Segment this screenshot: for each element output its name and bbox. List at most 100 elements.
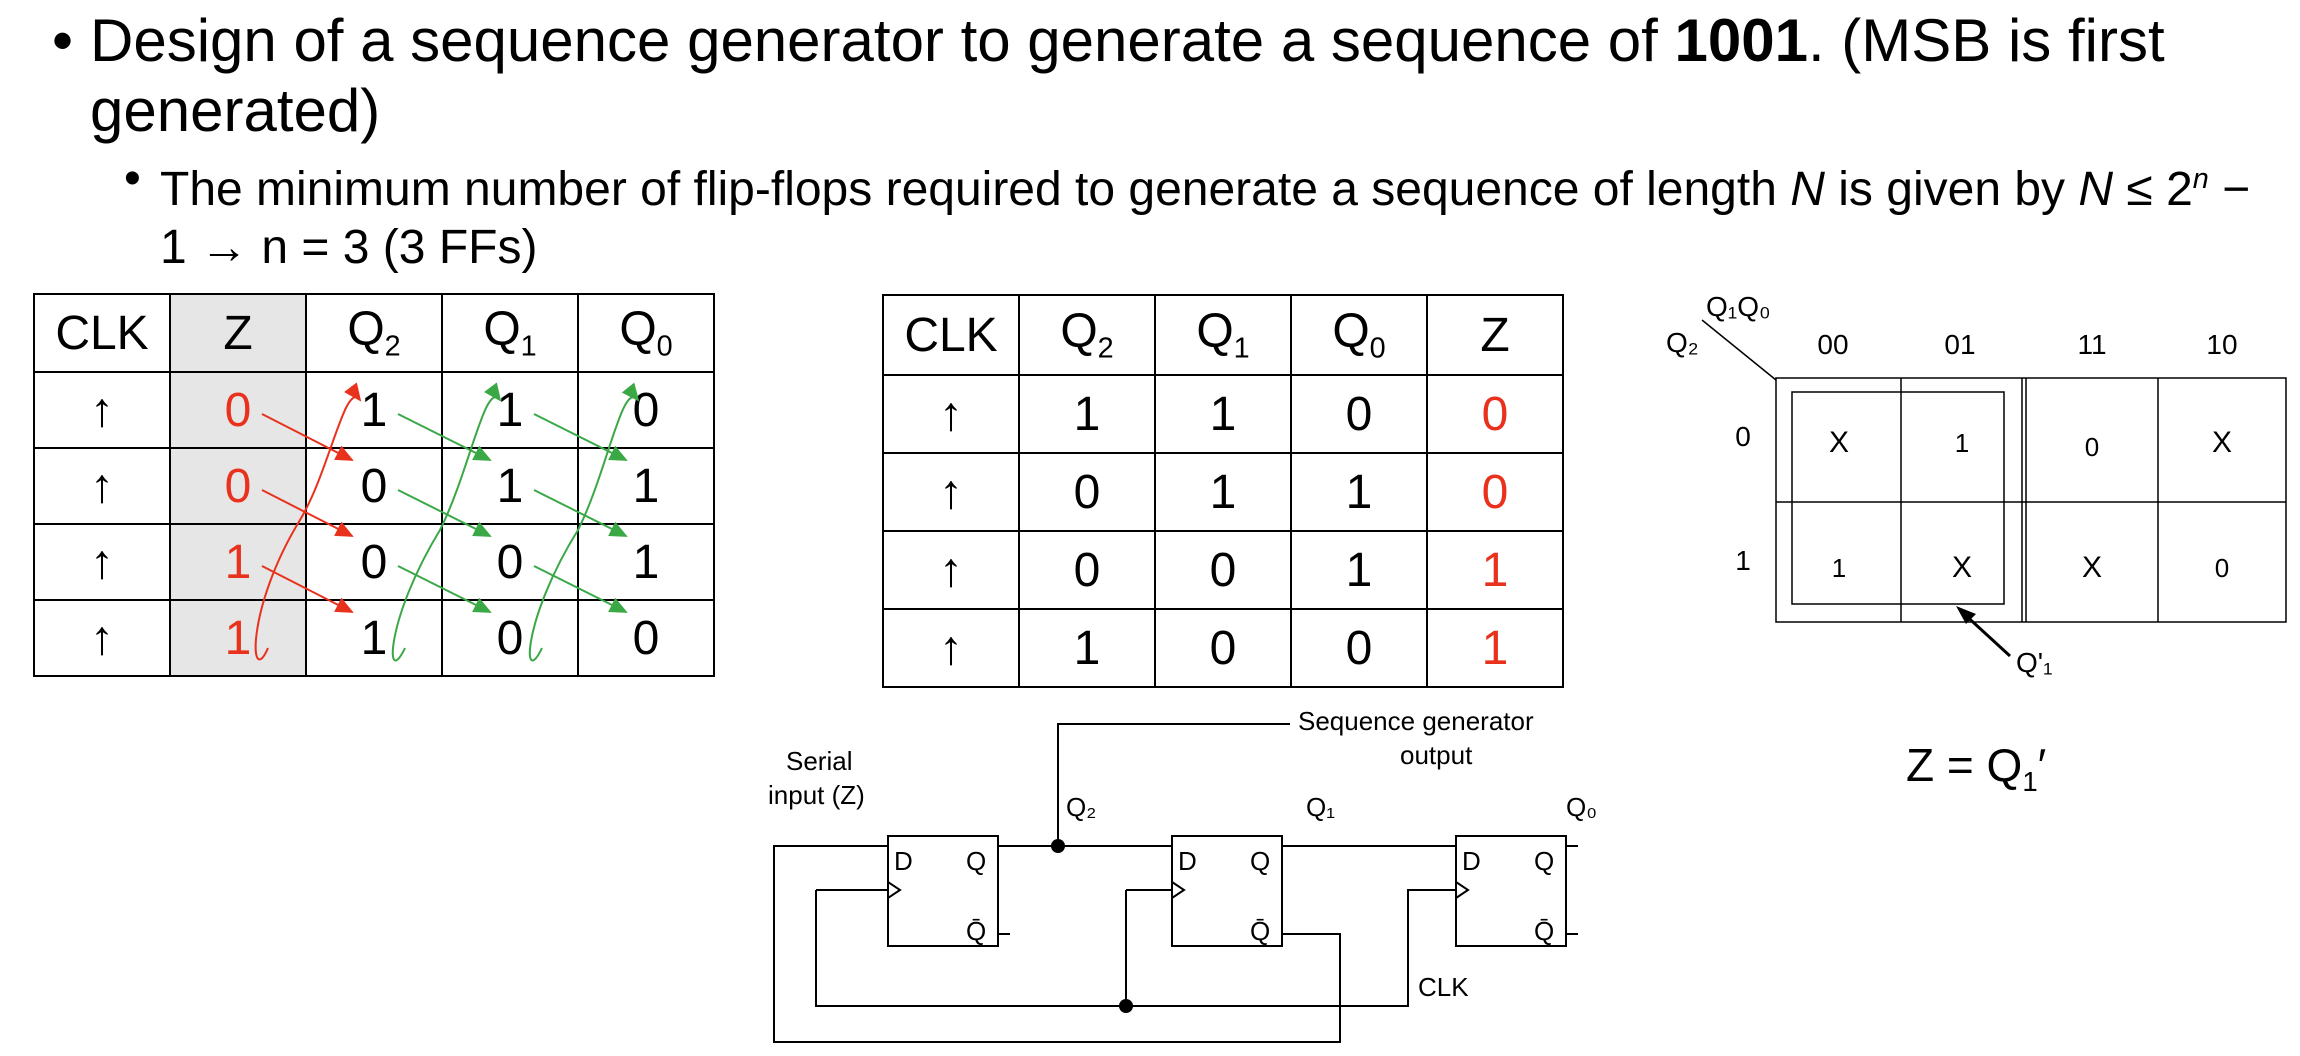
kmap-cell: X xyxy=(1829,426,1849,459)
kmap-col-head: 11 xyxy=(2077,329,2106,360)
kmap-diagonal xyxy=(1701,319,1777,381)
kmap-col-head: 01 xyxy=(1944,329,1975,360)
kmap-col-var: Q₁Q₀ xyxy=(1706,291,1771,322)
th-q1: Q1 xyxy=(441,293,579,373)
table-row: ↑ 1 0 0 1 xyxy=(882,608,1564,688)
cell: 1 xyxy=(1426,530,1564,610)
kmap-cell: 1 xyxy=(1955,428,1969,458)
q1-label: Q₁ xyxy=(1306,792,1335,822)
kmap-grid xyxy=(1775,377,2287,623)
kmap-cell: X xyxy=(1952,551,1972,584)
cell: 0 xyxy=(1426,452,1564,532)
cell: 0 xyxy=(169,371,307,449)
junction-dot xyxy=(1119,999,1133,1013)
cell: 1 xyxy=(305,599,443,677)
shift-table: CLK Z Q2 Q1 Q0 ↑ 0 1 1 0 ↑ 0 0 1 1 ↑ 1 0… xyxy=(33,293,715,677)
cell: 0 xyxy=(1290,374,1428,454)
kmap-cell: 1 xyxy=(1832,553,1846,583)
ff-q-label: Q xyxy=(1250,846,1270,876)
table-row: ↑ 0 0 1 1 xyxy=(33,447,715,525)
ff-qbar-label: Q̄ xyxy=(1534,916,1554,946)
cell: 1 xyxy=(1154,452,1292,532)
serial-input-label2: input (Z) xyxy=(768,780,865,810)
cell: 1 xyxy=(1154,374,1292,454)
bullet-sub: • The minimum number of flip-flops requi… xyxy=(124,150,2284,277)
table-row: ↑ 0 1 1 0 xyxy=(882,452,1564,532)
cell: 1 xyxy=(577,523,715,601)
cell: ↑ xyxy=(33,371,171,449)
cell: 0 xyxy=(1290,608,1428,688)
ff-d-label: D xyxy=(894,846,913,876)
table-row: ↑ 1 1 0 0 xyxy=(33,599,715,677)
output-equation: Z = Q1′ xyxy=(1906,739,2047,798)
shift-arrows xyxy=(254,382,640,662)
output-label2: output xyxy=(1400,740,1473,770)
ff-q-label: Q xyxy=(966,846,986,876)
cell: 0 xyxy=(1154,530,1292,610)
cell: 1 xyxy=(169,599,307,677)
cell: ↑ xyxy=(33,599,171,677)
serial-input-label: Serial xyxy=(786,746,852,776)
table-row: ↑ 0 0 1 1 xyxy=(882,530,1564,610)
bullet-main-text: Design of a sequence generator to genera… xyxy=(90,7,2165,144)
ff-q-label: Q xyxy=(1534,846,1554,876)
cell: 0 xyxy=(169,447,307,525)
th-q0: Q0 xyxy=(1290,294,1428,376)
cell: 0 xyxy=(1018,530,1156,610)
cell: ↑ xyxy=(882,452,1020,532)
cell: 0 xyxy=(441,599,579,677)
cell: 1 xyxy=(1018,608,1156,688)
th-q0: Q0 xyxy=(577,293,715,373)
cell: 0 xyxy=(305,447,443,525)
kmap-cell: X xyxy=(2082,551,2102,584)
cell: ↑ xyxy=(882,374,1020,454)
th-clk: CLK xyxy=(33,293,171,373)
th-clk: CLK xyxy=(882,294,1020,376)
junction-dot xyxy=(1051,839,1065,853)
cell: 1 xyxy=(441,371,579,449)
clk-label: CLK xyxy=(1418,972,1469,1002)
kmap-cell: 0 xyxy=(2215,553,2229,583)
cell: 1 xyxy=(169,523,307,601)
cell: 1 xyxy=(1290,452,1428,532)
state-table: CLK Q2 Q1 Q0 Z ↑ 1 1 0 0 ↑ 0 1 1 0 ↑ 0 0… xyxy=(882,294,1564,688)
ff-qbar-label: Q̄ xyxy=(966,916,986,946)
kmap-group-label: Q'₁ xyxy=(2016,647,2053,678)
cell: 1 xyxy=(441,447,579,525)
cell: 0 xyxy=(441,523,579,601)
q2-label: Q₂ xyxy=(1066,792,1096,822)
cell: 1 xyxy=(577,447,715,525)
circuit-diagram: Serial input (Z) Sequence generator outp… xyxy=(768,706,1597,1043)
ff-d-label: D xyxy=(1462,846,1481,876)
table-row: ↑ 1 1 0 0 xyxy=(882,374,1564,454)
cell: 1 xyxy=(1290,530,1428,610)
bullet-dot: • xyxy=(124,152,141,205)
cell: ↑ xyxy=(882,530,1020,610)
th-z: Z xyxy=(169,293,307,373)
th-q2: Q2 xyxy=(1018,294,1156,376)
karnaugh-map: Q₁Q₀ Q₂ 00 01 11 10 0 1 X 1 0 X 1 X X 0 … xyxy=(1666,291,2287,678)
cell: ↑ xyxy=(882,608,1020,688)
kmap-row-head: 0 xyxy=(1735,421,1751,452)
cell: ↑ xyxy=(33,447,171,525)
table-row: ↑ 1 0 0 1 xyxy=(33,523,715,601)
cell: 0 xyxy=(1426,374,1564,454)
output-label: Sequence generator xyxy=(1298,706,1534,736)
kmap-group xyxy=(1791,391,2005,605)
cell: 1 xyxy=(1018,374,1156,454)
ff-qbar-label: Q̄ xyxy=(1250,916,1270,946)
kmap-row-var: Q₂ xyxy=(1666,327,1699,358)
cell: 1 xyxy=(1426,608,1564,688)
cell: 0 xyxy=(305,523,443,601)
th-z: Z xyxy=(1426,294,1564,376)
th-q2: Q2 xyxy=(305,293,443,373)
kmap-cell: X xyxy=(2212,426,2232,459)
cell: ↑ xyxy=(33,523,171,601)
kmap-cell: 0 xyxy=(2085,432,2099,462)
kmap-col-head: 00 xyxy=(1817,329,1848,360)
cell: 0 xyxy=(577,599,715,677)
th-q1: Q1 xyxy=(1154,294,1292,376)
kmap-col-head: 10 xyxy=(2206,329,2237,360)
bullet-sub-text: The minimum number of flip-flops require… xyxy=(160,163,2251,274)
cell: 0 xyxy=(1154,608,1292,688)
